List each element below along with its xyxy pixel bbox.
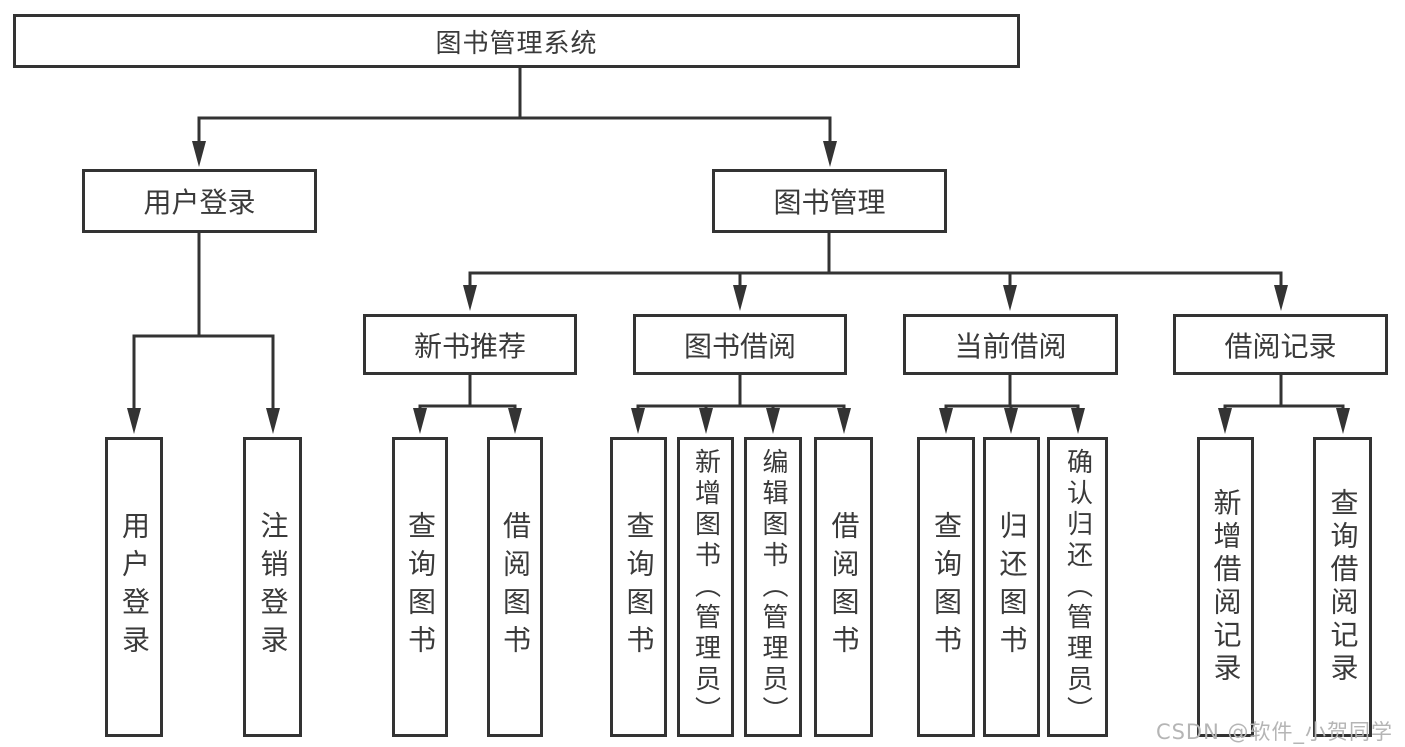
node-label: 查询图书 [930,511,963,663]
node-leaf-logout: 注销登录 [243,437,302,737]
node-leaf-add-books-admin: 新增图书（管理员） [677,437,734,737]
node-label: 查询借阅记录 [1326,488,1360,686]
node-current-borrowing: 当前借阅 [903,314,1118,375]
node-label: 查询图书 [622,511,656,663]
node-label: 图书借阅 [683,329,796,363]
node-label: 图书管理系统 [435,28,598,59]
node-library-management-system: 图书管理系统 [13,14,1020,68]
arrowheads [127,141,1350,434]
node-leaf-user-login: 用户登录 [105,437,163,737]
node-leaf-query-books-borrowing: 查询图书 [610,437,667,737]
node-new-book-recommendation: 新书推荐 [363,314,577,375]
node-label: 用户登录 [143,186,256,219]
node-label: 图书管理 [773,186,886,219]
node-label: 确认归还（管理员） [1062,447,1093,727]
node-label: 注销登录 [256,511,290,663]
node-label: 借阅图书 [827,511,861,663]
node-label: 查询图书 [404,511,437,663]
node-label: 用户登录 [118,511,151,663]
node-leaf-confirm-return-admin: 确认归还（管理员） [1047,437,1108,737]
node-book-borrowing: 图书借阅 [633,314,847,375]
node-leaf-query-books-recommend: 查询图书 [392,437,448,737]
csdn-watermark: CSDN @软件_小贺同学 [1155,720,1393,744]
node-label: 借阅记录 [1224,329,1337,363]
node-user-login: 用户登录 [82,169,317,233]
node-label: 新书推荐 [413,329,526,363]
node-leaf-query-borrow-record: 查询借阅记录 [1313,437,1372,737]
node-borrowing-records: 借阅记录 [1173,314,1388,375]
node-label: 借阅图书 [499,511,532,663]
node-label: 当前借阅 [954,329,1067,363]
node-book-management: 图书管理 [712,169,947,233]
node-leaf-query-books-current: 查询图书 [917,437,975,737]
node-label: 新增图书（管理员） [690,447,721,727]
node-leaf-edit-books-admin: 编辑图书（管理员） [744,437,802,737]
node-label: 编辑图书（管理员） [758,447,788,727]
node-leaf-borrow-books-recommend: 借阅图书 [487,437,543,737]
node-leaf-borrow-books-borrowing: 借阅图书 [814,437,873,737]
node-label: 归还图书 [995,511,1029,663]
node-leaf-add-borrow-record: 新增借阅记录 [1197,437,1254,737]
node-label: 新增借阅记录 [1209,488,1243,686]
node-leaf-return-books: 归还图书 [983,437,1040,737]
